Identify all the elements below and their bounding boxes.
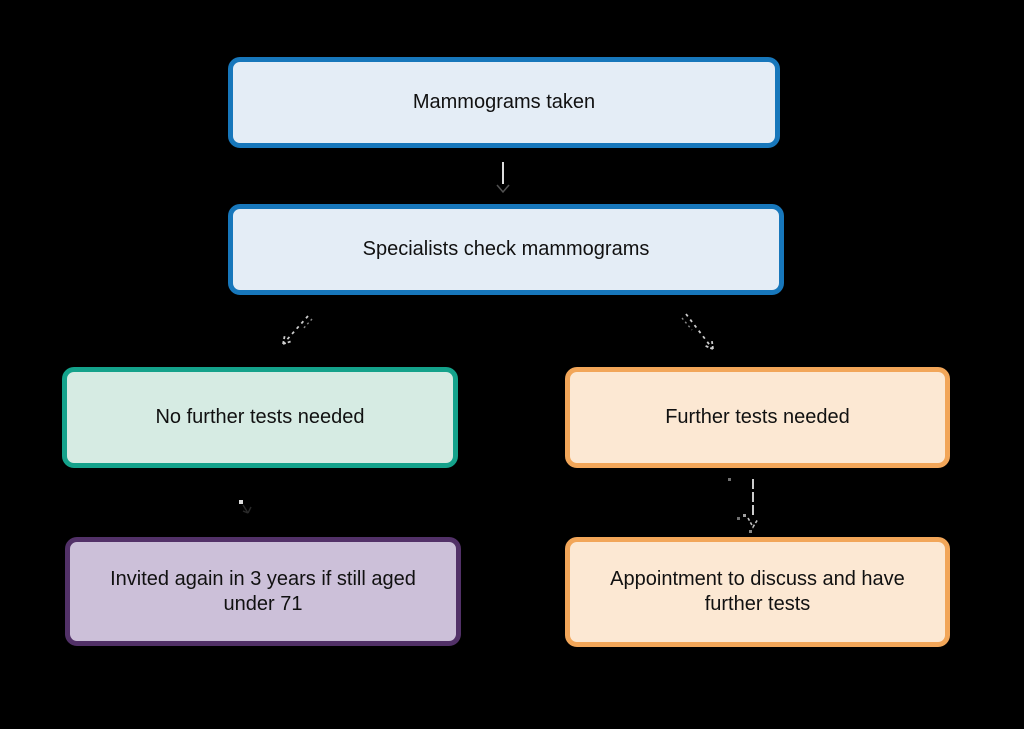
- node-label: Further tests needed: [665, 406, 850, 428]
- arrow-further-tests-to-appointment: [728, 478, 759, 533]
- node-label: Appointment to discuss and have further …: [610, 568, 905, 615]
- arrow-mammograms-to-specialists: [496, 162, 510, 194]
- node-invited-again: Invited again in 3 years if still aged u…: [65, 537, 461, 646]
- node-label: Specialists check mammograms: [362, 238, 650, 260]
- node-specialists-check: Specialists check mammograms: [228, 204, 784, 295]
- node-label: Mammograms taken: [412, 91, 596, 113]
- node-label: No further tests needed: [155, 406, 365, 428]
- arrow-specialists-to-no-further-tests: [282, 315, 313, 345]
- node-label: Invited again in 3 years if still aged u…: [110, 567, 416, 615]
- arrow-specialists-to-further-tests: [681, 313, 714, 350]
- node-mammograms-taken: Mammograms taken: [228, 57, 780, 148]
- node-further-tests-needed: Further tests needed: [565, 367, 950, 468]
- node-appointment: Appointment to discuss and have further …: [565, 537, 950, 647]
- node-no-further-tests-needed: No further tests needed: [62, 367, 458, 468]
- arrow-no-further-tests-to-invited-again: [239, 500, 252, 514]
